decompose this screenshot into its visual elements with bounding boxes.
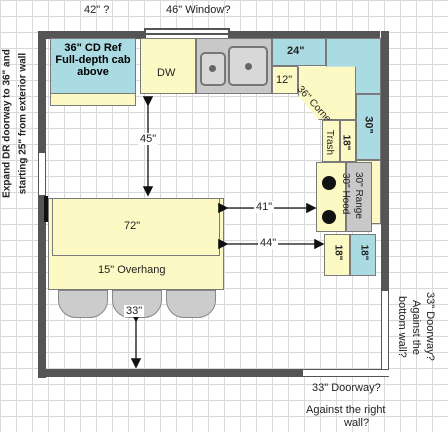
island-top bbox=[52, 198, 220, 256]
stool-1 bbox=[58, 290, 108, 318]
cabinet-24: 24" bbox=[272, 38, 326, 66]
left-wall-lower bbox=[38, 195, 46, 378]
right-doorway-line1: 33" Doorway? bbox=[424, 292, 436, 361]
refrigerator-line1: 36" CD Ref bbox=[64, 42, 122, 54]
dimension-41-label: 41" bbox=[254, 201, 275, 213]
dimension-33-label: 33" bbox=[124, 305, 145, 317]
island-length-label: 72" bbox=[124, 220, 141, 232]
top-wall-left bbox=[38, 31, 144, 39]
cabinet-24-label: 24" bbox=[287, 45, 305, 57]
bottom-doorway-opening bbox=[303, 369, 389, 377]
bottom-doorway-line2: Against the right bbox=[306, 404, 386, 416]
refrigerator-line2: Full-depth cab bbox=[55, 54, 131, 66]
left-wall-upper bbox=[38, 31, 46, 153]
refrigerator-line3: above bbox=[77, 66, 109, 78]
stool-3 bbox=[166, 290, 216, 318]
cabinet-30: 30" bbox=[356, 94, 381, 160]
right-doorway-line3: bottom wall? bbox=[396, 296, 408, 358]
cabinet-18-lower-a: 18" bbox=[324, 234, 350, 276]
dishwasher: DW bbox=[140, 38, 196, 94]
right-wall bbox=[381, 31, 389, 291]
window-pane-line bbox=[146, 33, 228, 35]
bottom-doorway-line3: wall? bbox=[344, 417, 370, 429]
drain-right bbox=[245, 63, 252, 70]
left-door-opening bbox=[38, 153, 46, 195]
bottom-doorway-line1: 33" Doorway? bbox=[312, 382, 381, 394]
dishwasher-label: DW bbox=[157, 67, 176, 79]
dimension-45-label: 45" bbox=[138, 133, 159, 145]
burner-top bbox=[322, 176, 336, 190]
right-doorway-opening bbox=[381, 291, 389, 369]
cabinet-18-lower-b: 18" bbox=[350, 234, 376, 276]
drain-left bbox=[209, 65, 216, 72]
right-doorway-line2: Against the bbox=[410, 300, 422, 356]
top-wall-right bbox=[230, 31, 380, 39]
hood: 30" Hood bbox=[340, 162, 372, 232]
trash-cabinet: Trash bbox=[322, 120, 340, 162]
burner-bottom bbox=[322, 210, 336, 224]
bottom-wall bbox=[38, 369, 303, 377]
left-door-marker bbox=[44, 196, 48, 222]
cabinet-12: 12" bbox=[272, 66, 298, 94]
dimension-44-label: 44" bbox=[258, 237, 279, 249]
cabinet-12-label: 12" bbox=[276, 74, 293, 86]
doorway-42-label: 42" ? bbox=[84, 4, 110, 16]
island-overhang-label: 15" Overhang bbox=[98, 264, 166, 276]
window-label: 46" Window? bbox=[166, 4, 231, 16]
cabinet-18-upper: 18" bbox=[340, 120, 356, 162]
refrigerator: 36" CD Ref Full-depth cab above bbox=[50, 38, 136, 94]
